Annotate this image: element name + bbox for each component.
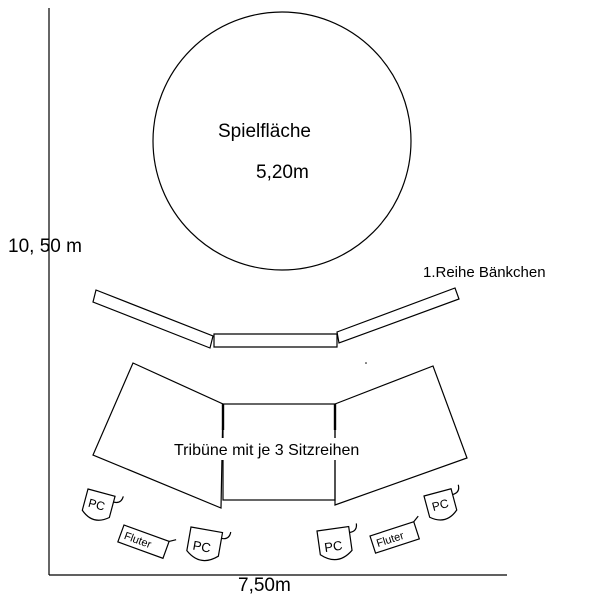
pc-spotlight-icon: PC (316, 523, 358, 561)
fluter-light-icon: Fluter (369, 515, 421, 554)
bench-row-label: 1.Reihe Bänkchen (423, 264, 546, 281)
pc-label: PC (87, 496, 107, 514)
pc-label: PC (192, 538, 212, 556)
grandstand-right (334, 365, 468, 506)
bench-center (213, 333, 338, 348)
pc-spotlight-icon: PC (81, 488, 124, 521)
width-dimension-label: 7,50m (238, 575, 291, 595)
stray-dot (365, 362, 367, 364)
pc-spotlight-icon: PC (423, 484, 460, 521)
grandstand-label-mask (168, 438, 406, 460)
pc-label: PC (430, 496, 450, 514)
bench-left (92, 289, 214, 349)
grandstand-label: Tribüne mit je 3 Sitzreihen (174, 442, 359, 459)
grandstand-left (92, 362, 224, 509)
pc-spotlight-icon: PC (186, 526, 232, 562)
bench-right (336, 287, 460, 344)
pc-label: PC (323, 538, 343, 555)
fluter-light-icon: Fluter (117, 524, 177, 560)
playing-area-diameter: 5,20m (256, 162, 309, 183)
playing-area-title: Spielfläche (218, 121, 311, 142)
height-dimension-label: 10, 50 m (8, 236, 82, 257)
playing-area-circle (152, 11, 412, 271)
